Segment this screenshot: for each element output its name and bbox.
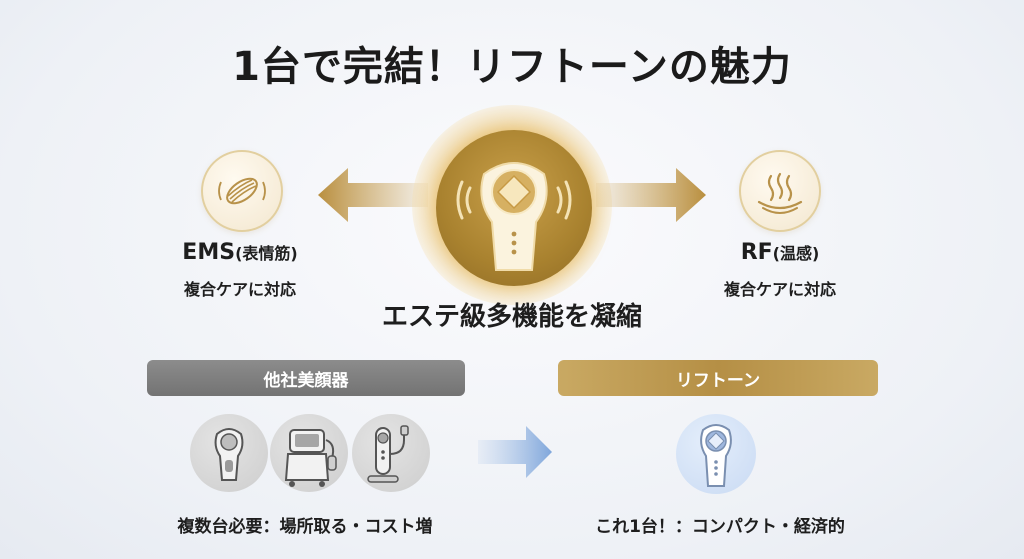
ems-name: EMS: [182, 240, 236, 265]
others-caption: 複数台必要：場所取る・コスト増: [177, 517, 433, 537]
liftone-caption: これ1台！：コンパクト・経済的: [595, 517, 845, 537]
rf-name: RF: [740, 240, 773, 265]
handheld-device-icon: [190, 414, 268, 492]
rf-feature-title: RF(温感): [700, 240, 860, 265]
liftone-label-bar: リフトーン: [558, 360, 878, 396]
muscle-icon: [201, 150, 283, 232]
ems-subtitle: 複合ケアに対応: [183, 280, 296, 299]
wand-stand-icon: [352, 414, 430, 492]
others-label: 他社美顔器: [263, 370, 349, 391]
rf-subtitle: 複合ケアに対応: [723, 280, 836, 299]
center-caption: エステ級多機能を凝縮: [381, 302, 642, 332]
salon-machine-icon: [270, 414, 348, 492]
arrow-right-icon: [596, 168, 706, 222]
others-label-bar: 他社美顔器: [147, 360, 465, 396]
page-title: 1台で完結！リフトーンの魅力: [232, 44, 792, 90]
ems-paren: (表情筋): [235, 244, 298, 263]
ems-feature-title: EMS(表情筋): [160, 240, 320, 265]
arrow-left-icon: [318, 168, 428, 222]
rf-paren: (温感): [772, 244, 820, 263]
liftone-device-icon: [676, 414, 756, 494]
device-icon: [436, 130, 592, 286]
heat-waves-icon: [739, 150, 821, 232]
arrow-right-blue-icon: [478, 426, 552, 478]
liftone-label: リフトーン: [675, 370, 761, 391]
